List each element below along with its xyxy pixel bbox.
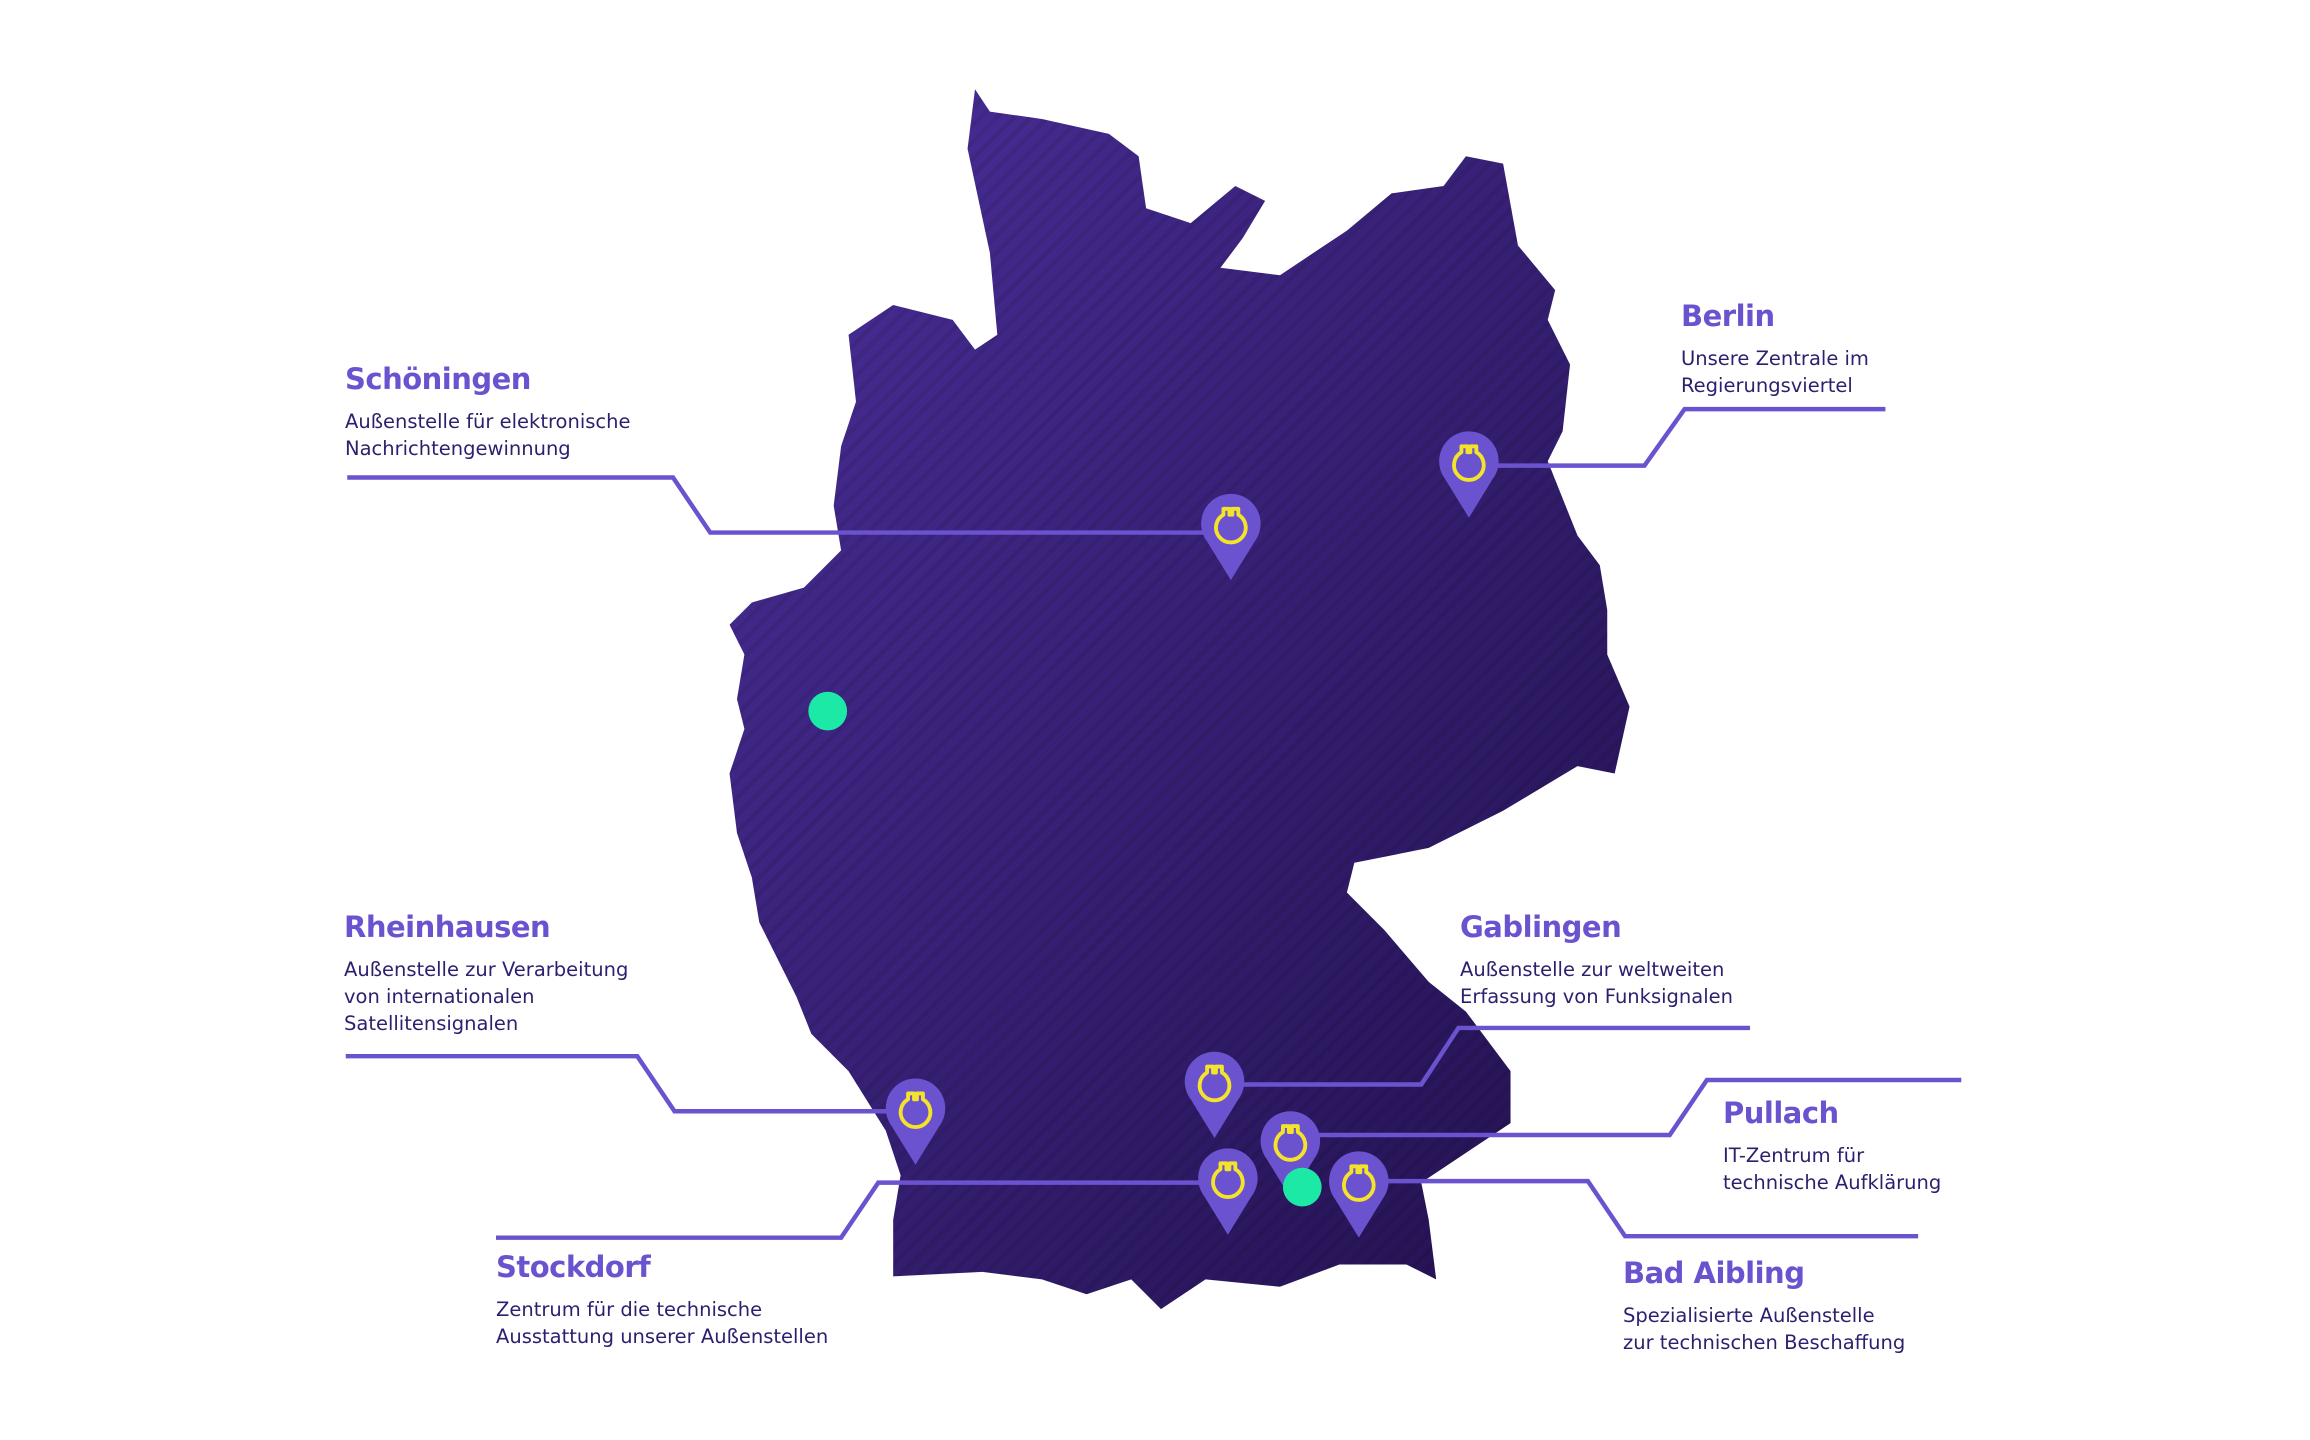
location-title: Berlin: [1681, 299, 1775, 333]
location-desc: technische Aufklärung: [1723, 1171, 1942, 1194]
label-schoeningen: Schöningen Außenstelle für elektronische…: [345, 362, 631, 462]
location-desc: Erfassung von Funksignalen: [1460, 985, 1733, 1008]
location-title: Gablingen: [1460, 910, 1622, 944]
line-pullach: [1317, 1077, 1962, 1138]
location-title: Pullach: [1723, 1096, 1839, 1130]
location-title: Schöningen: [345, 362, 531, 396]
line-schoeningen: [347, 475, 1206, 535]
label-berlin: Berlin Unsere Zentrale im Regierungsvier…: [1681, 299, 1869, 399]
label-stockdorf: Stockdorf Zentrum für die technische Aus…: [496, 1250, 828, 1350]
location-desc: Regierungsviertel: [1681, 374, 1853, 397]
location-desc: IT-Zentrum für: [1723, 1144, 1865, 1167]
location-title: Stockdorf: [496, 1250, 651, 1284]
location-desc: Außenstelle zur Verarbeitung: [344, 958, 629, 981]
location-desc: Ausstattung unserer Außenstellen: [496, 1325, 829, 1348]
location-desc: Nachrichtengewinnung: [345, 437, 571, 460]
green-dot: [1282, 1167, 1322, 1207]
location-desc: Unsere Zentrale im: [1681, 347, 1869, 370]
label-bad-aibling: Bad Aibling Spezialisierte Außenstelle z…: [1623, 1256, 1905, 1356]
location-desc: Außenstelle zur weltweiten: [1460, 958, 1725, 981]
line-bad-aibling: [1384, 1178, 1919, 1239]
location-desc: Zentrum für die technische: [496, 1298, 763, 1321]
label-pullach: Pullach IT-Zentrum für technische Aufklä…: [1723, 1096, 1941, 1196]
location-desc: Spezialisierte Außenstelle: [1623, 1304, 1875, 1327]
connector-lines: [345, 406, 1962, 1240]
line-berlin: [1495, 406, 1886, 468]
location-desc: zur technischen Beschaffung: [1623, 1331, 1906, 1354]
line-gablingen: [1242, 1025, 1751, 1087]
location-desc: von internationalen: [344, 985, 535, 1008]
line-stockdorf: [495, 1180, 1203, 1240]
location-title: Bad Aibling: [1623, 1256, 1805, 1290]
label-rheinhausen: Rheinhausen Außenstelle zur Verarbeitung…: [344, 910, 628, 1037]
location-desc: Außenstelle für elektronische: [345, 410, 631, 433]
label-gablingen: Gablingen Außenstelle zur weltweiten Erf…: [1460, 910, 1733, 1010]
green-dot: [808, 691, 848, 731]
location-title: Rheinhausen: [344, 910, 551, 944]
line-rheinhausen: [345, 1053, 894, 1114]
germany-outline: [729, 89, 1630, 1310]
location-desc: Satellitensignalen: [344, 1012, 519, 1035]
